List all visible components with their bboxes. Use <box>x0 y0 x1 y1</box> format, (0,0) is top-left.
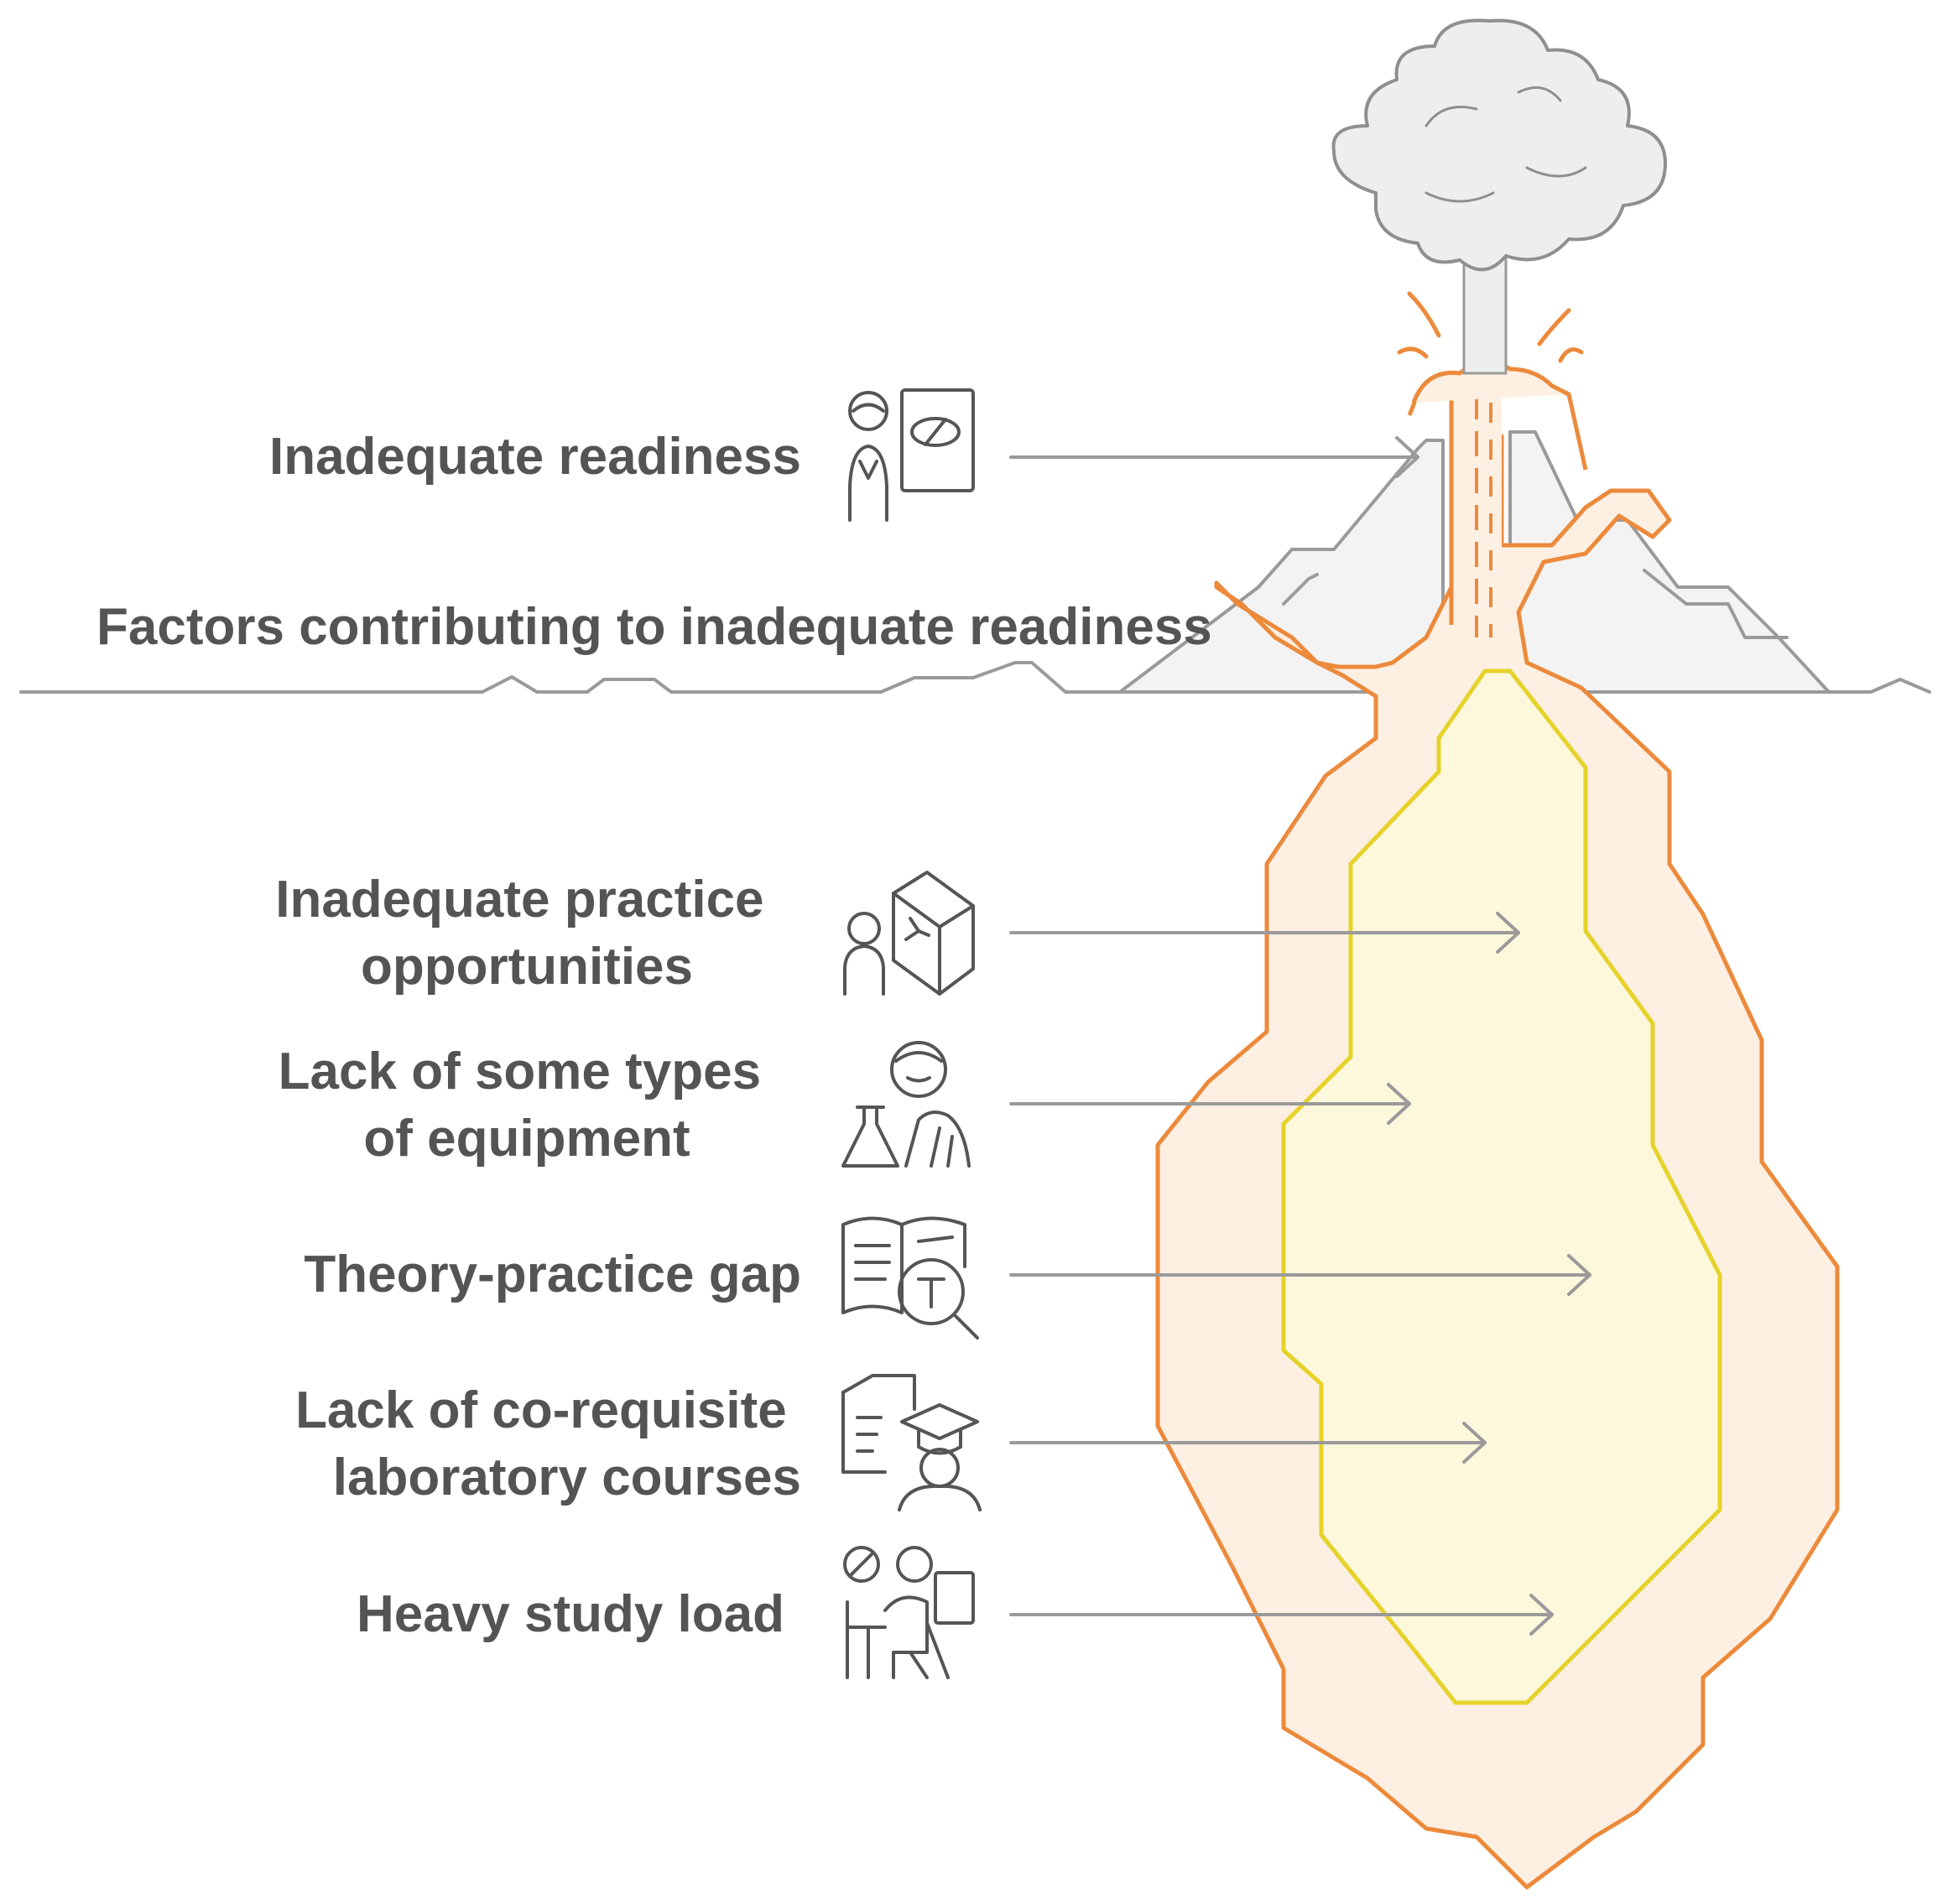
factor-1-line-1: Inadequate practice <box>275 871 763 929</box>
smoke-cloud-detail <box>1425 86 1587 203</box>
teacher-board-icon <box>848 388 975 522</box>
magma-core <box>1281 668 1722 1705</box>
graduate-document-icon <box>841 1374 982 1511</box>
ground-line-right <box>1827 678 1931 694</box>
scientist-flask-icon <box>841 1041 971 1168</box>
factor-1-line-2: opportunities <box>361 938 693 996</box>
factor-4-line-1: Lack of co-requisite <box>295 1381 787 1439</box>
ground-line <box>19 661 1122 694</box>
section-title: Factors contributing to inadequate readi… <box>96 598 1212 656</box>
factor-4-line-2: laboratory courses <box>333 1449 801 1506</box>
student-cube-icon <box>843 871 975 996</box>
factor-2-arrowhead <box>1387 1083 1411 1125</box>
factor-5-label: Heavy study load <box>357 1585 784 1643</box>
factor-3-arrowhead <box>1567 1254 1591 1296</box>
top-label: Inadequate readiness <box>269 428 801 486</box>
factor-2-line-2: of equipment <box>363 1110 690 1168</box>
student-desk-icon <box>843 1546 975 1679</box>
mountain-right-slope <box>1508 430 1831 694</box>
smoke-cloud <box>1331 18 1667 272</box>
top-label-arrowhead <box>1395 436 1419 478</box>
factor-4-label: Lack of co-requisite laboratory courses <box>295 1381 801 1506</box>
factor-1-arrowhead <box>1496 912 1520 954</box>
factor-3-label: Theory-practice gap <box>304 1246 801 1303</box>
factor-2-line-1: Lack of some types <box>279 1043 761 1100</box>
mountain-ridge-line <box>1282 573 1319 606</box>
mountain-ridge-line-right <box>1643 569 1789 639</box>
factor-1-label: Inadequate practice opportunities <box>275 871 779 996</box>
lava-splash-left <box>1397 291 1441 359</box>
factor-4-arrowhead <box>1462 1422 1487 1464</box>
factor-5-arrowhead <box>1529 1594 1554 1636</box>
book-magnifier-icon <box>841 1216 979 1340</box>
factor-2-label: Lack of some types of equipment <box>279 1043 776 1168</box>
lava-splash-right <box>1537 308 1584 363</box>
